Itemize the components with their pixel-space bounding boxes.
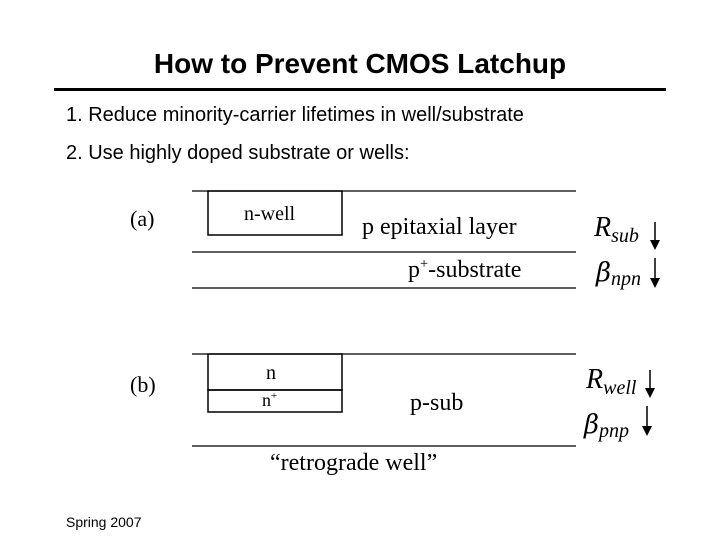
- b-beta-pnp-label: βpnp: [584, 410, 630, 442]
- b-n-label: n: [266, 362, 276, 384]
- title-underline: [54, 88, 666, 91]
- b-nplus-layer-box: [207, 389, 343, 413]
- diagram-b-label: (b): [130, 372, 156, 397]
- bullet-2: 2. Use highly doped substrate or wells:: [66, 142, 410, 164]
- b-nplus-label: n+: [262, 390, 278, 410]
- a-epi-label: p epitaxial layer: [362, 214, 517, 240]
- b-rwell-label: Rwell: [586, 364, 637, 399]
- b-psub-label: p-sub: [410, 390, 464, 416]
- a-nwell-box: [207, 190, 343, 236]
- a-beta-npn-label: βnpn: [596, 258, 642, 290]
- a-rsub-down-arrow: [650, 222, 660, 250]
- b-beta-down-arrow: [642, 406, 652, 436]
- slide-title: How to Prevent CMOS Latchup: [153, 48, 567, 79]
- a-rsub-label: Rsub: [594, 212, 639, 247]
- a-beta-down-arrow: [650, 258, 660, 288]
- diagram-a-label: (a): [130, 206, 155, 231]
- bullet-1: 1. Reduce minority-carrier lifetimes in …: [66, 104, 524, 126]
- a-substrate-label: p+-substrate: [408, 256, 522, 283]
- b-rwell-down-arrow: [645, 370, 655, 398]
- b-caption: “retrograde well”: [270, 450, 438, 476]
- a-nwell-label: n-well: [244, 203, 296, 225]
- footer-date: Spring 2007: [66, 514, 142, 530]
